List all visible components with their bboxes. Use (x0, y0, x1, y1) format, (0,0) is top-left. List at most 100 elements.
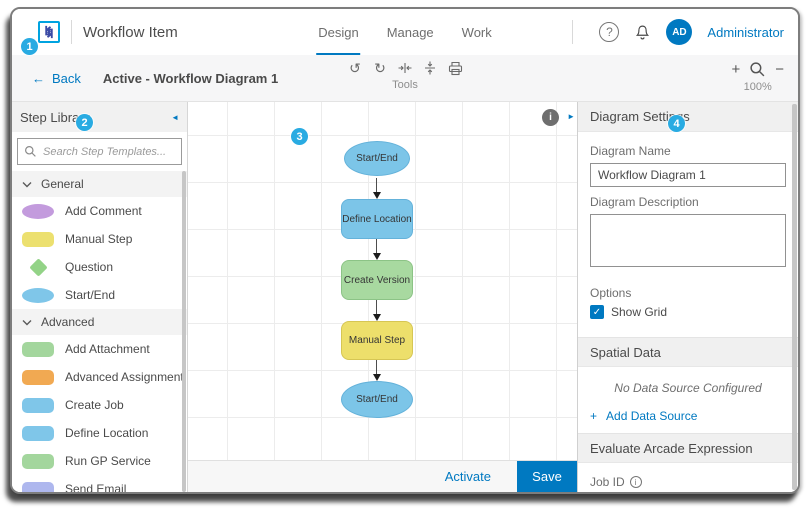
print-icon[interactable] (447, 60, 463, 76)
help-icon[interactable]: ? (599, 22, 620, 42)
tab-work[interactable]: Work (461, 24, 492, 40)
activate-button[interactable]: Activate (444, 469, 491, 484)
diagram-toolbar: ← Back Active - Workflow Diagram 1 ↺ ↻ (12, 55, 798, 102)
flow-connector (376, 300, 377, 316)
flow-connector (376, 178, 377, 197)
checkbox-checked-icon[interactable]: ✓ (590, 305, 604, 319)
step-shape-icon (22, 203, 54, 219)
callout-badge-1: 1 (21, 38, 38, 55)
diagram-settings-panel: Diagram Settings Diagram Name Diagram De… (577, 102, 798, 492)
step-library-panel: Step Library ◄ General Add Commen (12, 102, 188, 492)
step-search-box (17, 138, 182, 165)
save-button[interactable]: Save (517, 460, 577, 492)
section-label: General (41, 177, 84, 191)
diagram-canvas[interactable]: i ► Start/End Define Location Create Ver… (188, 102, 577, 460)
tools-label: Tools (392, 79, 418, 91)
step-template-label: Add Attachment (65, 342, 150, 356)
step-template-run-gp-service[interactable]: Run GP Service (12, 447, 187, 475)
app-window: Workflow Item Design Manage Work ? AD Ad… (10, 7, 800, 494)
align-vertical-icon[interactable] (422, 60, 438, 76)
collapse-left-panel-icon[interactable]: ◄ (171, 112, 179, 122)
step-template-add-comment[interactable]: Add Comment (12, 197, 187, 225)
zoom-in-icon[interactable]: + (731, 61, 741, 78)
step-template-label: Question (65, 260, 114, 274)
flow-arrowhead-icon (373, 374, 381, 381)
flow-connector (376, 360, 377, 376)
zoom-level: 100% (743, 81, 772, 93)
section-label: Advanced (41, 315, 95, 329)
step-template-define-location[interactable]: Define Location (12, 419, 187, 447)
step-template-start-end[interactable]: Start/End (12, 281, 187, 309)
step-shape-icon (22, 481, 54, 492)
step-shape-icon (22, 231, 54, 247)
diagram-action-bar: Activate Save (188, 460, 577, 492)
expand-right-panel-icon[interactable]: ► (567, 112, 575, 121)
chevron-down-icon (22, 181, 32, 187)
zoom-controls: + − 100% (731, 61, 784, 93)
active-diagram-title: Active - Workflow Diagram 1 (102, 70, 279, 86)
diagram-settings-header: Diagram Settings (578, 102, 798, 132)
workflow-manager-logo-icon (38, 21, 60, 43)
back-button[interactable]: ← Back (32, 71, 81, 86)
job-id-label-row: Job ID i (590, 475, 786, 489)
diagram-canvas-column: i ► Start/End Define Location Create Ver… (188, 102, 577, 492)
app-header: Workflow Item Design Manage Work ? AD Ad… (12, 9, 798, 55)
spatial-data-header: Spatial Data (578, 337, 798, 367)
arcade-expression-content: Job ID i (578, 463, 798, 492)
callout-badge-3: 3 (291, 128, 308, 145)
page-title: Workflow Item (83, 23, 178, 41)
step-list-scrollbar[interactable] (182, 171, 186, 492)
zoom-out-icon[interactable]: − (775, 61, 784, 78)
step-shape-icon (22, 369, 54, 385)
step-shape-icon (22, 453, 54, 469)
flow-node-manual-step[interactable]: Manual Step (341, 321, 413, 360)
step-template-manual-step[interactable]: Manual Step (12, 225, 187, 253)
diagram-name-label: Diagram Name (590, 144, 671, 158)
step-template-label: Create Job (65, 398, 124, 412)
zoom-magnifier-icon[interactable] (749, 61, 766, 78)
step-shape-icon (22, 341, 54, 357)
step-template-question[interactable]: Question (12, 253, 187, 281)
workspace-body: Step Library ◄ General Add Commen (12, 102, 798, 492)
show-grid-label: Show Grid (611, 305, 668, 319)
user-avatar[interactable]: AD (666, 19, 693, 45)
tab-manage[interactable]: Manage (386, 24, 434, 40)
add-data-source-button[interactable]: + Add Data Source (590, 409, 798, 423)
step-template-send-email[interactable]: Send Email (12, 475, 187, 492)
options-label: Options (590, 286, 632, 300)
step-template-create-job[interactable]: Create Job (12, 391, 187, 419)
diagram-name-input[interactable] (590, 163, 786, 187)
step-search-input[interactable] (43, 145, 175, 158)
align-horizontal-icon[interactable] (397, 60, 413, 76)
user-name[interactable]: Administrator (707, 24, 784, 40)
undo-icon[interactable]: ↺ (349, 59, 361, 76)
tab-design[interactable]: Design (316, 10, 361, 55)
step-shape-icon (22, 425, 54, 441)
flow-node-define-location[interactable]: Define Location (341, 199, 413, 239)
main-tabs: Design Manage Work (316, 9, 494, 55)
step-template-add-attachment[interactable]: Add Attachment (12, 335, 187, 363)
diagram-settings-content: Diagram Name Diagram Description Options… (578, 132, 798, 329)
job-id-info-icon[interactable]: i (629, 476, 642, 488)
step-template-label: Define Location (65, 426, 149, 440)
step-library-header: Step Library ◄ (12, 102, 187, 132)
search-icon (24, 145, 37, 158)
back-arrow-icon: ← (32, 70, 45, 86)
diagram-description-textarea[interactable] (590, 214, 786, 267)
arcade-expression-header: Evaluate Arcade Expression (578, 433, 798, 463)
redo-icon[interactable]: ↻ (374, 59, 386, 76)
job-id-label: Job ID (590, 475, 625, 489)
header-divider (71, 20, 72, 44)
canvas-info-icon[interactable]: i (542, 109, 559, 126)
flow-node-start-end-bottom[interactable]: Start/End (341, 381, 413, 418)
flow-node-create-version[interactable]: Create Version (341, 260, 413, 300)
section-advanced[interactable]: Advanced (12, 309, 187, 335)
show-grid-checkbox-row[interactable]: ✓ Show Grid (590, 305, 786, 319)
settings-panel-scrollbar[interactable] (792, 104, 797, 490)
notifications-bell-icon[interactable] (634, 24, 651, 41)
section-general[interactable]: General (12, 171, 187, 197)
step-template-advanced-assignment[interactable]: Advanced Assignment (12, 363, 187, 391)
flow-connector (376, 239, 377, 255)
flow-node-start-end-top[interactable]: Start/End (344, 141, 410, 176)
callout-badge-2: 2 (76, 114, 93, 131)
